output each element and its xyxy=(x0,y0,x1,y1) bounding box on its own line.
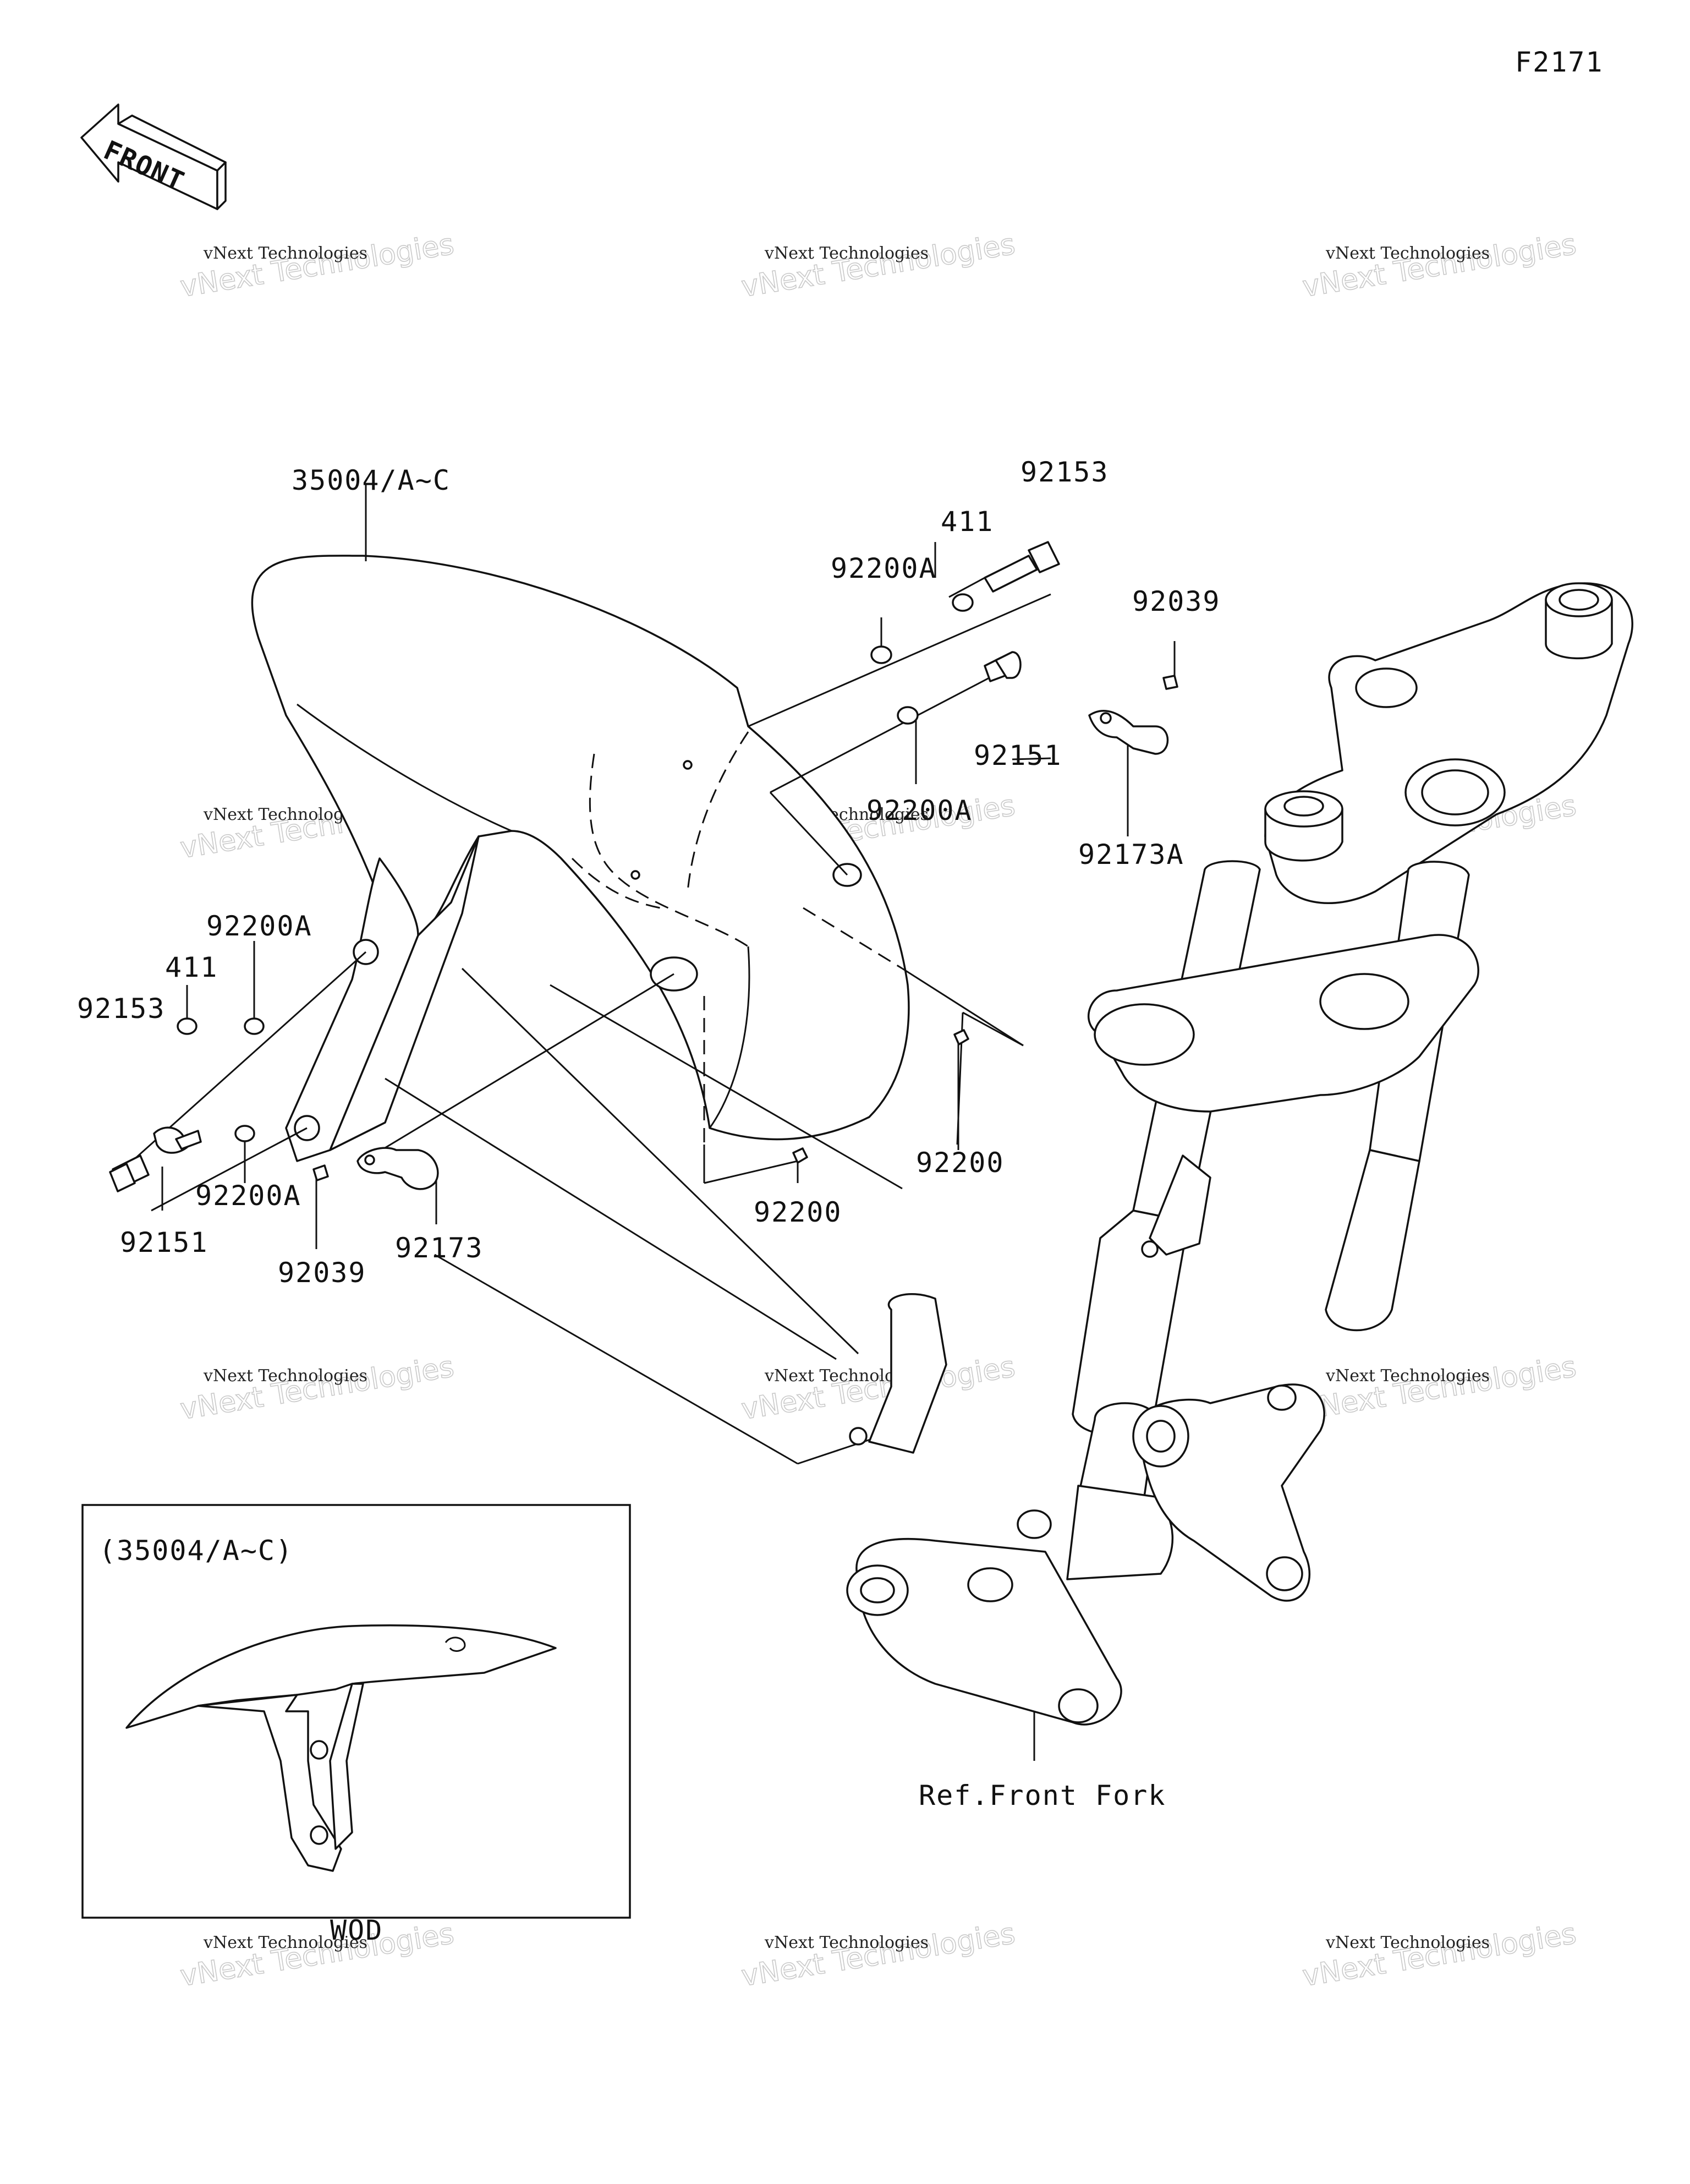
label-front-fork-ref: Ref.Front Fork xyxy=(919,1780,1166,1811)
screw-92039-left xyxy=(312,1164,329,1181)
washer-411-left xyxy=(177,1017,197,1035)
fasteners xyxy=(109,541,1178,1192)
label-92039-left: 92039 xyxy=(278,1257,366,1289)
front-fork xyxy=(846,582,1633,1726)
washer-92200a-top xyxy=(870,645,892,664)
washer-92200a-lower xyxy=(234,1125,255,1142)
svg-text:vNext Technologies: vNext Technologies xyxy=(203,244,367,263)
label-92039-top: 92039 xyxy=(1132,585,1221,617)
leader-lines xyxy=(119,484,1176,1761)
watermark: vNext Technologies vNext Technologies xyxy=(1300,1350,1579,1426)
svg-text:vNext Technologies: vNext Technologies xyxy=(178,1917,457,1993)
label-bolt-92153-top: 92153 xyxy=(1020,456,1109,488)
bolt-92153-left xyxy=(109,1154,150,1192)
label-92200a-mid: 92200A xyxy=(866,795,973,826)
svg-text:vNext Technologies: vNext Technologies xyxy=(764,244,929,263)
svg-text:vNext Technologies: vNext Technologies xyxy=(1325,1933,1490,1952)
label-411-left: 411 xyxy=(165,951,218,983)
svg-text:vNext Technologies: vNext Technologies xyxy=(739,1917,1018,1993)
bolt-92151-left xyxy=(153,1126,202,1154)
svg-text:vNext Technologies: vNext Technologies xyxy=(739,228,1018,304)
watermark: vNext Technologies vNext Technologies xyxy=(178,227,457,304)
clamp-92173a xyxy=(1088,710,1169,755)
watermark: vNext Technologies vNext Technologies xyxy=(739,227,1018,304)
label-92200a-left: 92200A xyxy=(206,910,312,942)
label-92151-left: 92151 xyxy=(120,1227,208,1258)
part-labels: 35004/A~C 92153 411 92200A 92039 92151 9… xyxy=(77,456,1221,1811)
nut-92200-bottom xyxy=(792,1147,808,1164)
label-411-top: 411 xyxy=(941,506,994,538)
svg-text:vNext Technologies: vNext Technologies xyxy=(1325,244,1490,263)
label-fender-main: 35004/A~C xyxy=(292,464,451,496)
inset-title: (35004/A~C) xyxy=(99,1535,293,1567)
label-92153-left: 92153 xyxy=(77,993,166,1025)
nut-92200-right xyxy=(953,1029,969,1046)
label-92173a: 92173A xyxy=(1078,839,1184,871)
svg-text:vNext Technologies: vNext Technologies xyxy=(203,1366,367,1386)
watermark: vNext Technologies vNext Technologies xyxy=(739,1917,1018,1993)
front-arrow-icon: FRONT xyxy=(80,103,227,210)
svg-text:vNext Technologies: vNext Technologies xyxy=(178,228,457,304)
svg-text:vNext Technologies: vNext Technologies xyxy=(1301,228,1579,304)
inset-fender-variant xyxy=(125,1624,557,1872)
inset-box: (35004/A~C) WOD xyxy=(81,1504,631,1946)
svg-text:vNext Technologies: vNext Technologies xyxy=(178,1350,457,1426)
label-92200a-top: 92200A xyxy=(831,552,937,584)
clamp-92173 xyxy=(356,1147,439,1190)
washer-92200a-left xyxy=(244,1017,265,1035)
screw-92039-top xyxy=(1162,675,1178,690)
svg-text:vNext Technologies: vNext Technologies xyxy=(1301,1917,1579,1993)
washer-411-top xyxy=(952,593,974,612)
label-92200a-lower: 92200A xyxy=(195,1180,301,1212)
label-92173: 92173 xyxy=(395,1232,484,1264)
svg-text:vNext Technologies: vNext Technologies xyxy=(739,1350,1018,1426)
label-92151-top: 92151 xyxy=(974,740,1062,771)
bolt-92153-top xyxy=(948,541,1060,598)
inset-caption: WOD xyxy=(330,1914,383,1946)
svg-text:vNext Technologies: vNext Technologies xyxy=(1301,1350,1579,1426)
svg-text:vNext Technologies: vNext Technologies xyxy=(1325,1366,1490,1386)
svg-text:vNext Technologies: vNext Technologies xyxy=(203,1933,367,1952)
label-92200-right: 92200 xyxy=(916,1147,1005,1179)
figure-code: F2171 xyxy=(1515,46,1604,78)
watermark: vNext Technologies vNext Technologies xyxy=(1300,227,1579,304)
front-fender xyxy=(251,555,910,1162)
washer-92200a-mid xyxy=(897,706,919,725)
label-92200-bottom: 92200 xyxy=(754,1196,842,1228)
bolt-92151-top xyxy=(984,651,1022,682)
watermark: vNext Technologies vNext Technologies xyxy=(739,1350,1018,1426)
watermark: vNext Technologies vNext Technologies xyxy=(1300,1917,1579,1993)
svg-text:vNext Technologies: vNext Technologies xyxy=(764,1933,929,1952)
watermark: vNext Technologies vNext Technologies xyxy=(178,1350,457,1426)
